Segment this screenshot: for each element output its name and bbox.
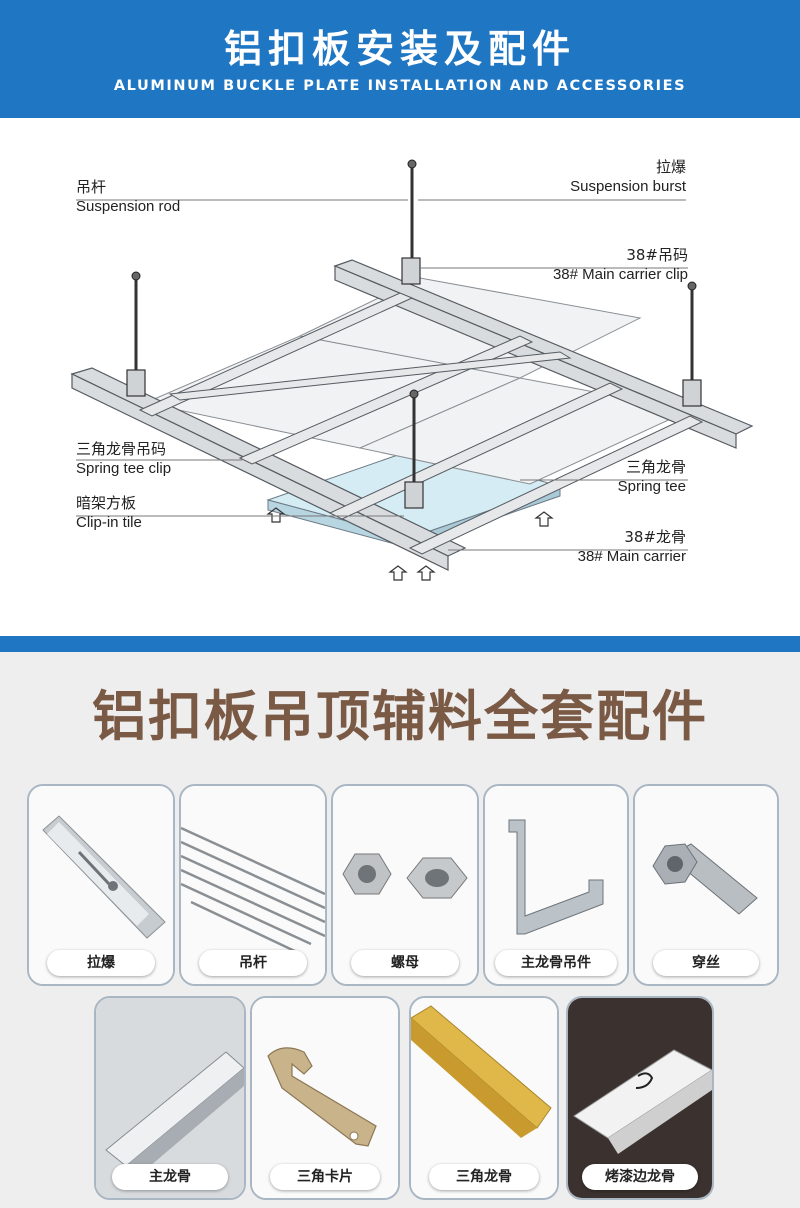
section-divider xyxy=(0,636,800,652)
label-spring-tee: 三角龙骨 Spring tee xyxy=(618,458,686,496)
accessory-label-triangle-clip: 三角卡片 xyxy=(270,1164,380,1190)
accessory-card-main-carrier[interactable]: 主龙骨 xyxy=(94,996,246,1200)
label-spring-tee-en: Spring tee xyxy=(617,478,686,495)
accessory-label-expansion-bolt: 拉爆 xyxy=(47,950,155,976)
installation-diagram: 吊杆 Suspension rod 拉爆 Suspension burst 38… xyxy=(0,118,800,636)
label-clip-in-tile-en: Clip-in tile xyxy=(76,514,142,531)
label-suspension-rod-zh: 吊杆 xyxy=(76,178,107,196)
header-banner: 铝扣板安装及配件 ALUMINUM BUCKLE PLATE INSTALLAT… xyxy=(0,0,800,118)
ceiling-grid-illustration xyxy=(70,159,754,581)
accessory-card-expansion-bolt[interactable]: 拉爆 xyxy=(27,784,175,986)
accessory-label-main-carrier: 主龙骨 xyxy=(112,1164,228,1190)
accessory-label-triangle-keel: 三角龙骨 xyxy=(429,1164,539,1190)
label-suspension-burst-en: Suspension burst xyxy=(570,178,686,195)
accessory-card-triangle-keel[interactable]: 三角龙骨 xyxy=(409,996,559,1200)
label-suspension-burst-zh: 拉爆 xyxy=(655,158,686,176)
accessory-label-painted-edge-keel: 烤漆边龙骨 xyxy=(582,1164,698,1190)
label-suspension-rod: 吊杆 Suspension rod xyxy=(76,178,180,216)
banner-subtitle: ALUMINUM BUCKLE PLATE INSTALLATION AND A… xyxy=(113,78,687,94)
accessory-card-suspension-rod[interactable]: 吊杆 xyxy=(179,784,327,986)
label-main-carrier-clip-en: 38# Main carrier clip xyxy=(552,266,688,283)
accessory-card-nut[interactable]: 螺母 xyxy=(331,784,479,986)
accessory-card-painted-edge-keel[interactable]: 烤漆边龙骨 xyxy=(566,996,714,1200)
label-main-carrier-clip-zh: 38#吊码 xyxy=(626,246,688,264)
label-clip-in-tile-zh: 暗架方板 xyxy=(76,494,137,512)
label-spring-tee-clip: 三角龙骨吊码 Spring tee clip xyxy=(76,440,171,478)
label-spring-tee-clip-en: Spring tee clip xyxy=(76,460,172,477)
banner-title: 铝扣板安装及配件 xyxy=(223,27,576,71)
accessory-card-main-carrier-hanger[interactable]: 主龙骨吊件 xyxy=(483,784,629,986)
label-spring-tee-clip-zh: 三角龙骨吊码 xyxy=(76,440,167,458)
label-main-carrier-en: 38# Main carrier xyxy=(577,548,686,565)
label-suspension-rod-en: Suspension rod xyxy=(76,198,181,215)
label-main-carrier-zh: 38#龙骨 xyxy=(624,528,686,546)
accessory-card-threaded-bolt[interactable]: 穿丝 xyxy=(633,784,779,986)
accessories-title: 铝扣板吊顶辅料全套配件 xyxy=(92,685,708,748)
label-spring-tee-zh: 三角龙骨 xyxy=(625,458,686,476)
label-main-carrier: 38#龙骨 38# Main carrier xyxy=(578,528,686,566)
accessory-card-triangle-clip[interactable]: 三角卡片 xyxy=(250,996,400,1200)
label-clip-in-tile: 暗架方板 Clip-in tile xyxy=(76,494,142,532)
label-suspension-burst: 拉爆 Suspension burst xyxy=(570,158,686,196)
accessory-label-nut: 螺母 xyxy=(351,950,459,976)
accessory-label-main-carrier-hanger: 主龙骨吊件 xyxy=(495,950,617,976)
accessory-label-suspension-rod: 吊杆 xyxy=(199,950,307,976)
accessories-section: 铝扣板吊顶辅料全套配件 拉爆 吊杆 xyxy=(0,652,800,1208)
accessory-label-threaded-bolt: 穿丝 xyxy=(653,950,759,976)
label-main-carrier-clip: 38#吊码 38# Main carrier clip xyxy=(553,246,688,284)
